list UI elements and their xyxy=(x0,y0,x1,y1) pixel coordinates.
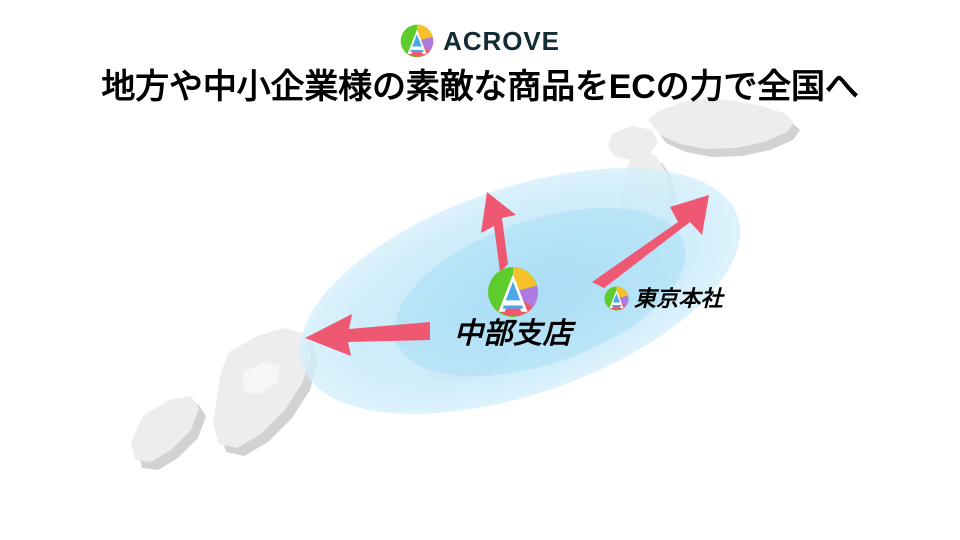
expansion-arrows xyxy=(305,192,709,356)
pin-chubu[interactable]: 中部支店 xyxy=(443,266,583,349)
arrow-north-icon xyxy=(481,192,516,272)
pin-tokyo[interactable]: 東京本社 xyxy=(604,286,723,311)
coverage-ellipse-inner xyxy=(394,207,686,377)
acrove-logo-icon xyxy=(400,24,434,58)
brand-wordmark: ACROVE xyxy=(443,26,560,56)
page-title: 地方や中小企業様の素敵な商品をECの力で全国へ xyxy=(101,68,859,106)
acrove-logo-icon xyxy=(488,267,538,317)
acrove-logo-icon xyxy=(604,286,629,311)
pin-chubu-label: 中部支店 xyxy=(453,318,573,350)
arrow-west-icon xyxy=(305,314,430,356)
arrow-northeast-icon xyxy=(592,195,709,288)
pin-tokyo-label: 東京本社 xyxy=(634,285,723,311)
brand-header: ACROVE xyxy=(0,20,960,62)
